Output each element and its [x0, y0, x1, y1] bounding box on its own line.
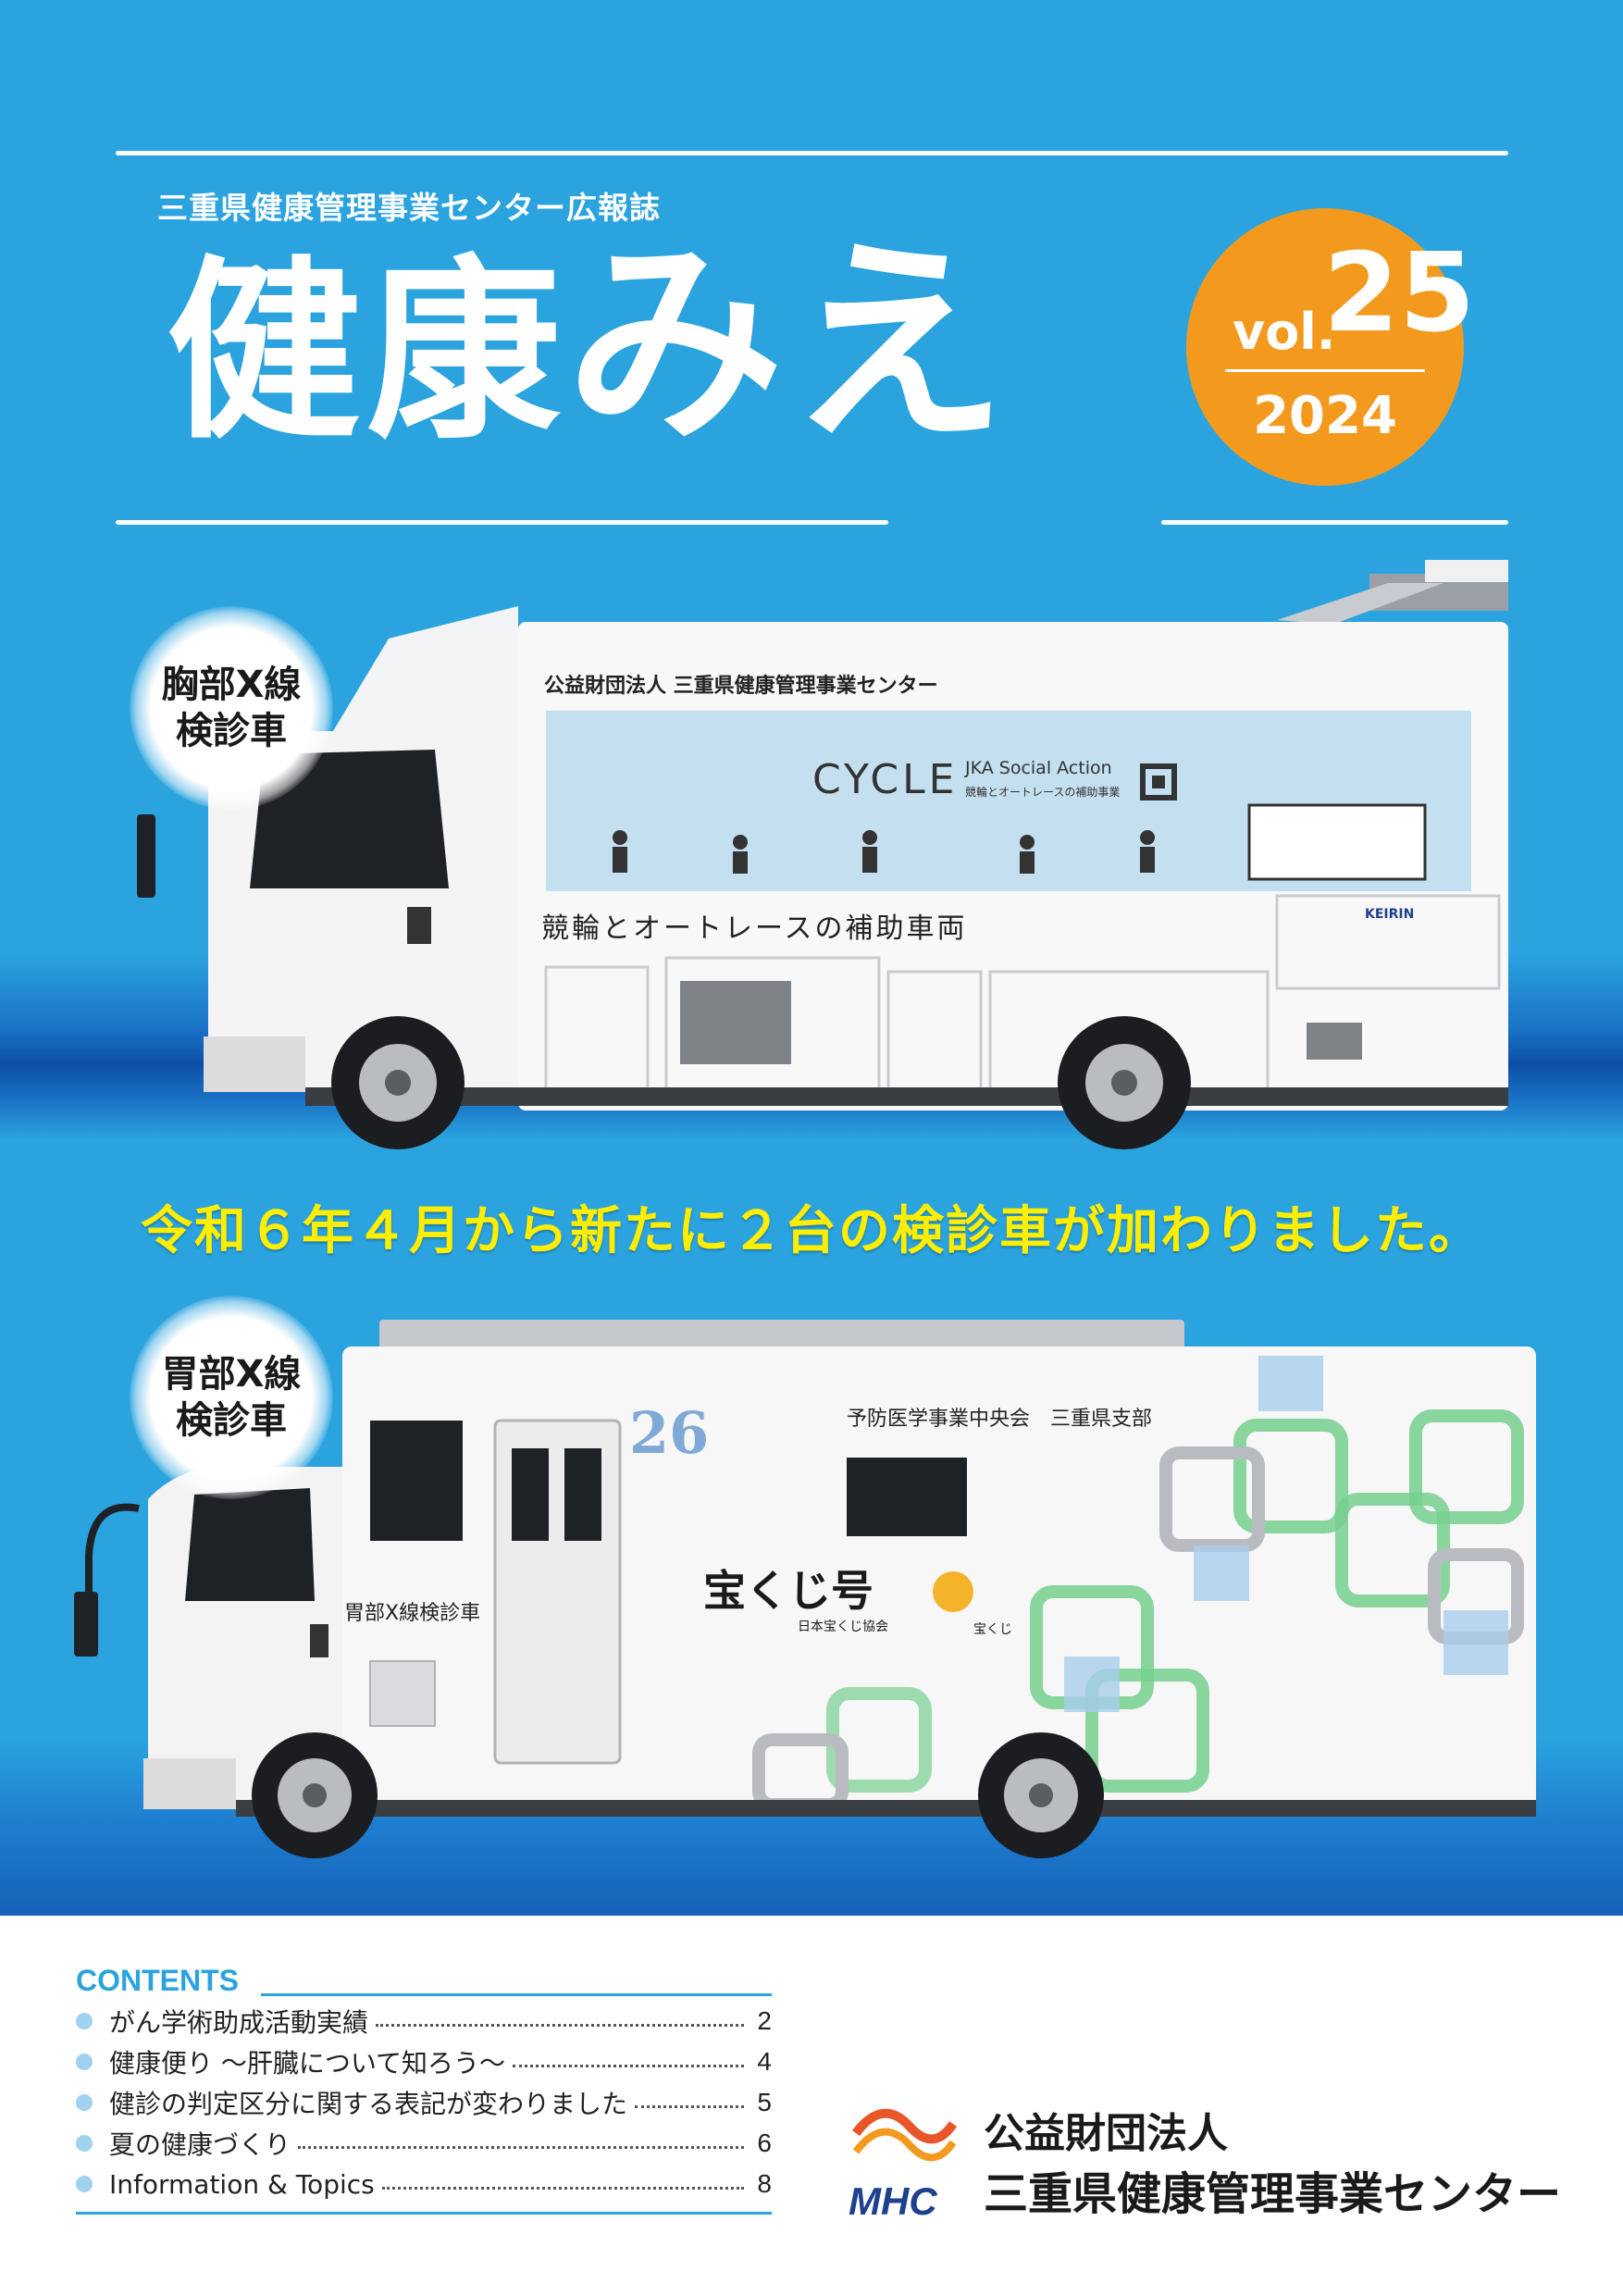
toc-item[interactable]: Information & Topics 8	[76, 2164, 772, 2204]
truck-window	[370, 1421, 463, 1541]
wrap-squares	[1064, 1356, 1508, 1712]
toc-item-title: 健診の判定区分に関する表記が変わりました	[109, 2089, 628, 2119]
truck-mirror	[137, 814, 155, 898]
headline: 令和６年４月から新たに２台の検診車が加わりました。	[141, 1201, 1482, 1261]
toc-item-page: 4	[757, 2047, 772, 2076]
takarakuji-mascot-icon	[933, 1571, 973, 1612]
toc-item[interactable]: 健診の判定区分に関する表記が変わりました 5	[76, 2082, 772, 2123]
truck-number: 26	[629, 1399, 709, 1467]
organization-type: 公益財団法人	[984, 2110, 1228, 2157]
truck-wrap-caption: 競輪とオートレースの補助事業	[965, 785, 1120, 799]
toc-item-title: Information & Topics	[109, 2168, 375, 2200]
truck-wrap-title: CYCLE	[812, 756, 958, 803]
organization-name: 三重県健康管理事業センター	[984, 2168, 1562, 2220]
toc-item-title: がん学術助成活動実績	[109, 2007, 369, 2038]
truck-roof-equipment	[1277, 560, 1508, 625]
table-of-contents: CONTENTS がん学術助成活動実績 2 健康便り ～肝臓について知ろう～ 4…	[76, 1960, 772, 2215]
publisher-line: 三重県健康管理事業センター広報誌	[157, 190, 661, 226]
contents-heading: CONTENTS	[76, 1964, 239, 1997]
chest-xray-badge-label: 胸部X線 検診車	[161, 664, 302, 752]
truck-bumper	[143, 1758, 236, 1809]
stomach-xray-truck: 26 予防医学事業中央会 三重県支部 胃部X線検診車 宝くじ号 日本宝くじ協会 …	[74, 1320, 1536, 1858]
truck-wheel-rear	[978, 1732, 1104, 1858]
magazine-title-kanji: 健康	[167, 239, 567, 465]
title-rule-top	[116, 151, 1508, 155]
contents-heading-row: CONTENTS	[76, 1960, 772, 2001]
truck-wheel-rear	[1058, 1016, 1191, 1149]
mhc-logo-text: MHC	[849, 2179, 937, 2223]
keirin-logo: KEIRIN	[1365, 907, 1414, 922]
title-rule-bottom-right	[1161, 520, 1508, 525]
toc-item[interactable]: 健康便り ～肝臓について知ろう～ 4	[76, 2042, 772, 2082]
magazine-title: 健康みえ	[167, 236, 1012, 453]
truck-vent-grille	[369, 1660, 436, 1727]
chest-xray-badge: 胸部X線 検診車	[130, 606, 333, 810]
toc-item[interactable]: がん学術助成活動実績 2	[76, 2001, 772, 2042]
truck-side-panels	[544, 894, 1501, 1098]
truck-wheel-front	[331, 1016, 465, 1149]
volume-number: 25	[1323, 229, 1476, 356]
truck-awning	[379, 1320, 1184, 1351]
toc-item-page: 2	[757, 2006, 772, 2035]
truck-door-handle	[407, 907, 431, 944]
contents-bottom-rule	[76, 2212, 772, 2215]
bullet-icon	[76, 2176, 93, 2192]
truck-door-handle	[310, 1624, 328, 1657]
volume-badge: vol. 25 2024	[1186, 208, 1475, 486]
magazine-title-kana: みえ	[566, 218, 1013, 471]
truck-bumper	[204, 1036, 305, 1092]
truck-body-text: 競輪とオートレースの補助車両	[541, 912, 968, 945]
mhc-logo-icon: MHC	[849, 2108, 958, 2223]
volume-divider	[1225, 369, 1425, 372]
stomach-xray-badge-label: 胃部X線 検診車	[161, 1353, 302, 1442]
truck-side-vent	[1307, 1023, 1362, 1060]
toc-item-title: 健康便り ～肝臓について知ろう～	[109, 2048, 506, 2079]
truck-vent-grille	[680, 981, 791, 1064]
toc-item-page: 8	[757, 2169, 772, 2198]
toc-leader-dots	[513, 2064, 744, 2067]
truck-chassis	[236, 1800, 1536, 1817]
truck-cab-fairing	[333, 606, 518, 731]
organization-block: MHC 公益財団法人 三重県健康管理事業センター	[847, 2096, 1561, 2226]
takarakuji-org: 日本宝くじ協会	[798, 1620, 888, 1634]
title-rule-bottom-left	[116, 520, 888, 525]
toc-item[interactable]: 夏の健康づくり 6	[76, 2123, 772, 2164]
truck-windshield	[250, 750, 449, 888]
takarakuji-mascot-text: 宝くじ	[973, 1622, 1012, 1637]
stomach-xray-badge: 胃部X線 検診車	[130, 1296, 333, 1499]
toc-leader-dots	[376, 2023, 744, 2027]
chest-xray-truck: 公益財団法人 三重県健康管理事業センター CYCLE JKA Social Ac…	[137, 560, 1508, 1149]
bullet-icon	[76, 2094, 93, 2111]
truck-windshield	[185, 1488, 315, 1601]
contents-heading-rule	[261, 1993, 772, 1996]
truck-wheel-front	[252, 1732, 378, 1858]
toc-item-page: 5	[757, 2088, 772, 2116]
volume-label: vol.	[1233, 303, 1336, 361]
toc-item-title: 夏の健康づくり	[109, 2129, 291, 2160]
bullet-icon	[76, 2013, 93, 2029]
bullet-icon	[76, 2054, 93, 2070]
cyclist-figures	[613, 803, 1427, 881]
truck-chassis	[305, 1087, 1508, 1106]
toc-item-page: 6	[757, 2128, 772, 2157]
truck-wrap-subtitle: JKA Social Action	[964, 758, 1112, 778]
toc-leader-dots	[635, 2104, 744, 2108]
cover: 三重県健康管理事業センター広報誌 健康みえ vol. 25 2024 公益財団法…	[0, 0, 1623, 1916]
toc-leader-dots	[381, 2186, 744, 2190]
truck-owner-text: 予防医学事業中央会 三重県支部	[847, 1408, 1152, 1431]
truck-mirror	[85, 1503, 140, 1610]
truck-owner-text: 公益財団法人 三重県健康管理事業センター	[544, 674, 938, 698]
truck-side-window	[847, 1458, 967, 1536]
takarakuji-logo: 宝くじ号	[703, 1566, 873, 1616]
bullet-icon	[76, 2135, 93, 2152]
truck-side-label: 胃部X線検診車	[344, 1602, 480, 1625]
toc-leader-dots	[298, 2145, 744, 2149]
volume-year: 2024	[1253, 386, 1397, 446]
